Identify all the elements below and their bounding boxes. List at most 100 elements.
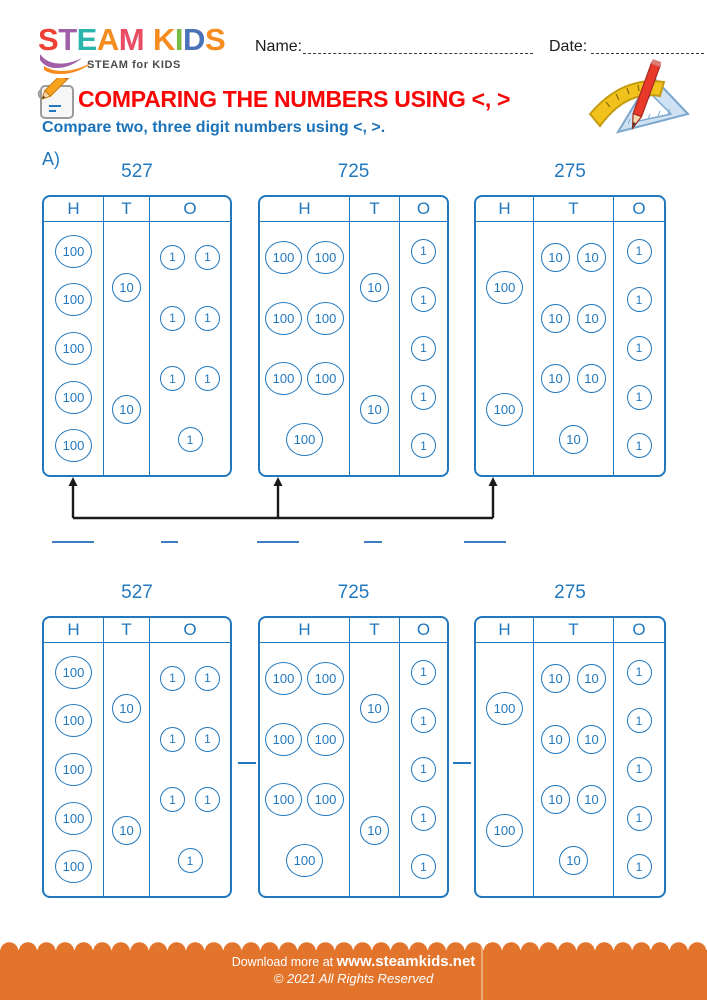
name-label: Name: bbox=[255, 38, 303, 55]
counter-row: 1 bbox=[614, 287, 664, 313]
column-header-O: O bbox=[400, 197, 447, 222]
counter-circle-10: 10 bbox=[360, 694, 389, 724]
counter-circle-10: 10 bbox=[577, 663, 606, 693]
column-header-T: T bbox=[534, 197, 613, 222]
counter-row: 1 bbox=[614, 854, 664, 880]
counter-row: 100 bbox=[44, 234, 103, 268]
counter-circle-10: 10 bbox=[541, 724, 570, 754]
counter-row: 100 bbox=[44, 752, 103, 786]
counter-circle-1: 1 bbox=[626, 756, 652, 782]
counter-row: 1 bbox=[400, 708, 447, 734]
counter-row: 100 bbox=[44, 655, 103, 689]
counter-circle-100: 100 bbox=[55, 752, 92, 786]
counter-row: 100 bbox=[476, 271, 533, 305]
date-input-line[interactable] bbox=[591, 38, 704, 54]
notepad-pencil-icon bbox=[37, 78, 74, 119]
counter-circle-100: 100 bbox=[265, 661, 302, 695]
counter-row: 1 bbox=[400, 659, 447, 685]
counter-circle-10: 10 bbox=[112, 394, 141, 424]
counter-circle-1: 1 bbox=[411, 238, 436, 264]
counter-row: 100 bbox=[260, 423, 349, 457]
logo-letter-M: M bbox=[118, 22, 145, 57]
answer-blank-number-1[interactable] bbox=[52, 526, 94, 543]
column-header-H: H bbox=[476, 618, 533, 643]
counter-circle-10: 10 bbox=[360, 273, 389, 303]
name-input-line[interactable] bbox=[303, 38, 533, 54]
answer-blank-number-3[interactable] bbox=[257, 526, 299, 543]
counter-circle-100: 100 bbox=[55, 850, 92, 884]
counter-circle-10: 10 bbox=[577, 364, 606, 394]
column-header-T: T bbox=[350, 618, 399, 643]
counter-row: 1 bbox=[400, 287, 447, 313]
answer-blank-number-5[interactable] bbox=[464, 526, 506, 543]
footer-site-link[interactable]: www.steamkids.net bbox=[336, 953, 476, 970]
counter-circle-100: 100 bbox=[286, 423, 323, 457]
counter-circle-1: 1 bbox=[195, 665, 220, 691]
table-number-275: 275 bbox=[554, 161, 586, 182]
counter-row: 1 bbox=[400, 238, 447, 264]
counter-circle-1: 1 bbox=[411, 287, 436, 313]
minus-separator-2 bbox=[453, 762, 471, 764]
counter-row: 1 bbox=[614, 805, 664, 831]
minus-separator-1 bbox=[238, 762, 256, 764]
counter-circle-1: 1 bbox=[626, 238, 652, 264]
counter-circle-10: 10 bbox=[577, 242, 606, 272]
counter-row: 1 bbox=[150, 848, 230, 874]
column-header-H: H bbox=[476, 197, 533, 222]
counter-row: 100 bbox=[44, 801, 103, 835]
logo-letter-A: A bbox=[96, 22, 119, 57]
logo-letter-D: D bbox=[183, 22, 205, 57]
counter-circle-10: 10 bbox=[577, 724, 606, 754]
counter-row: 100 bbox=[44, 380, 103, 414]
counter-circle-1: 1 bbox=[195, 787, 220, 813]
counter-circle-1: 1 bbox=[195, 244, 220, 270]
counter-circle-1: 1 bbox=[195, 366, 220, 392]
column-header-O: O bbox=[614, 618, 664, 643]
counter-circle-100: 100 bbox=[55, 801, 92, 835]
counter-row: 1 bbox=[400, 854, 447, 880]
counter-circle-1: 1 bbox=[411, 433, 436, 459]
table-number-527: 527 bbox=[121, 582, 153, 603]
footer-scallop-edge bbox=[0, 942, 707, 951]
counter-circle-10: 10 bbox=[559, 425, 588, 455]
column-header-O: O bbox=[150, 618, 230, 643]
counter-circle-10: 10 bbox=[541, 303, 570, 333]
column-header-T: T bbox=[104, 618, 149, 643]
counter-row: 100 bbox=[44, 283, 103, 317]
answer-blank-symbol-2[interactable] bbox=[161, 526, 178, 543]
counter-circle-100: 100 bbox=[55, 704, 92, 738]
counter-row: 10 bbox=[350, 273, 399, 303]
worksheet-title: COMPARING THE NUMBERS USING <, > bbox=[78, 86, 511, 112]
counter-row: 10 bbox=[104, 273, 149, 303]
counter-circle-1: 1 bbox=[195, 726, 220, 752]
counter-circle-1: 1 bbox=[626, 854, 652, 880]
answer-blank-symbol-4[interactable] bbox=[364, 526, 382, 543]
counter-circle-1: 1 bbox=[626, 335, 652, 361]
